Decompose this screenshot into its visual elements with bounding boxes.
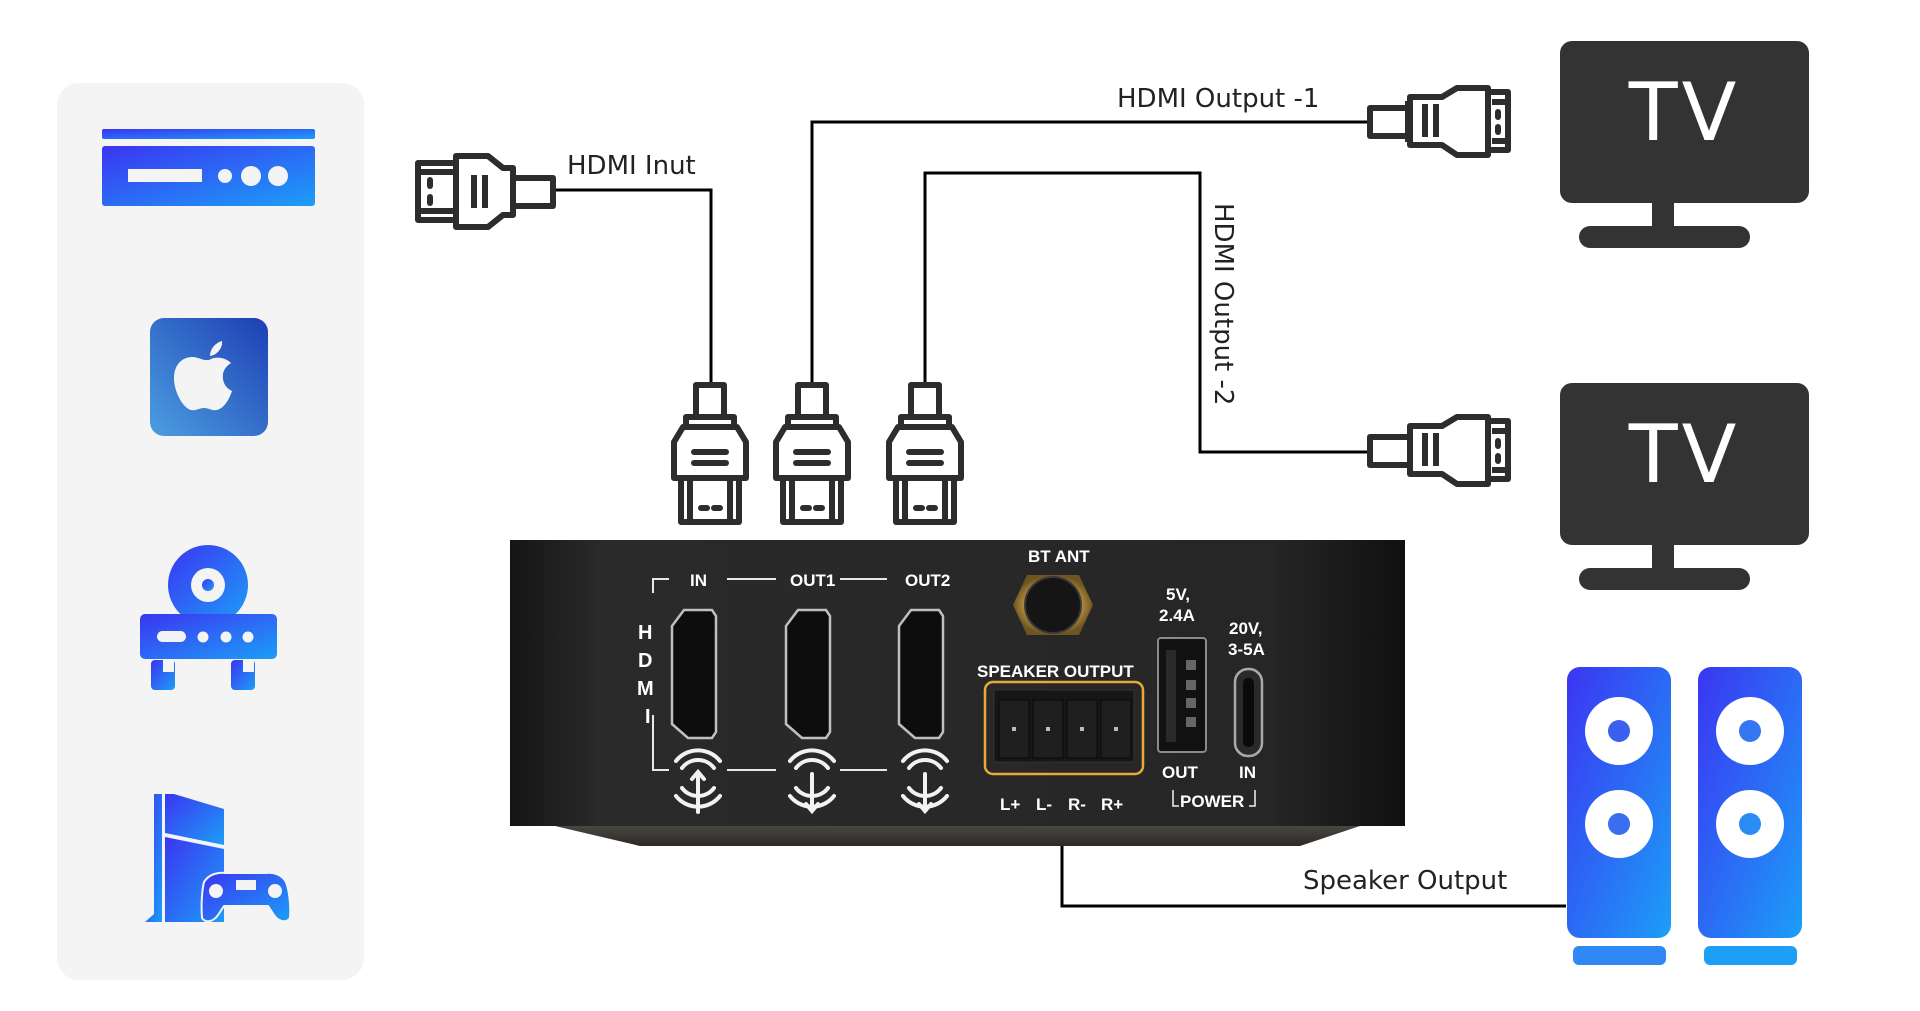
hdmi-letter-h: H	[638, 622, 653, 644]
hdmi-letter-i: I	[645, 706, 651, 728]
usb-rating-current: 2.4A	[1159, 606, 1195, 625]
speaker-pin-l-plus: L+	[1000, 795, 1021, 814]
speaker-output-label: Speaker Output	[1303, 866, 1508, 896]
signal-out2-icon	[901, 748, 949, 815]
usbc-in-label: IN	[1239, 763, 1256, 782]
usb-rating-voltage: 5V,	[1166, 585, 1190, 604]
hdmi-plug-output-1-icon	[1367, 85, 1511, 158]
speaker-terminal-block	[983, 680, 1145, 776]
hdmi-output-2-cable	[923, 171, 1372, 454]
tv-1-label: TV	[1628, 66, 1741, 159]
apple-icon	[150, 318, 268, 436]
tv-2-icon	[1560, 383, 1809, 590]
hdmi-input-label: HDMI Inut	[567, 151, 696, 181]
signal-out1-icon	[788, 748, 836, 815]
speaker-pin-r-minus: R-	[1068, 795, 1086, 814]
usbc-rating-voltage: 20V,	[1229, 619, 1263, 638]
hdmi-input-cable	[553, 188, 713, 385]
power-label: POWER	[1180, 792, 1245, 811]
hdmi-plug-output-2-icon	[1367, 414, 1511, 487]
hdmi-output-1-cable	[810, 120, 1372, 385]
hdmi-port-in	[670, 608, 718, 740]
port-label-out1: OUT1	[790, 571, 836, 590]
hdmi-plug-in-port-icon	[671, 382, 749, 525]
usb-a-port	[1157, 637, 1207, 753]
speaker-right-icon	[1698, 667, 1802, 965]
usb-c-port	[1233, 667, 1264, 758]
signal-in-icon	[674, 748, 722, 814]
speaker-pin-r-plus: R+	[1101, 795, 1124, 814]
speaker-pin-l-minus: L-	[1036, 795, 1053, 814]
tv-2-label: TV	[1628, 408, 1741, 501]
tv-1-icon	[1560, 41, 1809, 248]
hdmi-port-out1	[784, 608, 832, 740]
port-label-bt-ant: BT ANT	[1028, 547, 1090, 566]
hdmi-plug-out1-port-icon	[773, 382, 851, 525]
set-top-box-icon	[102, 129, 315, 206]
hdmi-plug-input-icon	[415, 153, 556, 230]
port-label-out2: OUT2	[905, 571, 951, 590]
speaker-left-icon	[1567, 667, 1671, 965]
hdmi-port-out2	[897, 608, 945, 740]
hdmi-plug-out2-port-icon	[886, 382, 964, 525]
bt-antenna-connector	[1013, 575, 1093, 635]
speaker-output-cable	[1060, 825, 1566, 908]
usb-out-label: OUT	[1162, 763, 1198, 782]
dvd-player-icon	[140, 545, 277, 690]
usbc-rating-current: 3-5A	[1228, 640, 1265, 659]
audio-splitter-device	[510, 540, 1405, 846]
hdmi-letter-m: M	[637, 678, 654, 700]
game-console-icon	[145, 794, 292, 923]
port-label-in: IN	[690, 571, 707, 590]
hdmi-letter-d: D	[638, 650, 653, 672]
cable-lines	[553, 120, 1566, 908]
port-label-speaker-output: SPEAKER OUTPUT	[977, 662, 1134, 681]
hdmi-output-2-label: HDMI Output -2	[1208, 203, 1238, 406]
hdmi-output-1-label: HDMI Output -1	[1117, 84, 1320, 114]
